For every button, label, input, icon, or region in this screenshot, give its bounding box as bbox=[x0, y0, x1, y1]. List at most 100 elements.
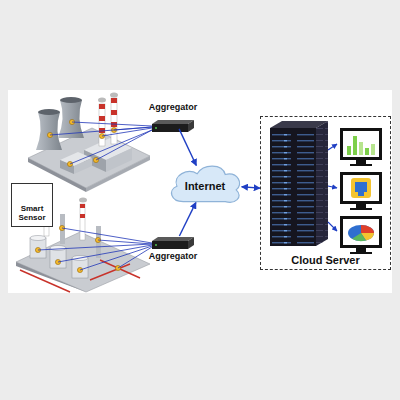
refinery-part bbox=[50, 246, 66, 251]
aggregator-device-part bbox=[152, 120, 194, 124]
monitor-chart-part bbox=[350, 164, 372, 166]
monitor-pie-part bbox=[352, 233, 366, 241]
node-label: Cloud Server bbox=[291, 254, 359, 266]
refinery-part bbox=[60, 214, 65, 244]
refinery-part-part bbox=[80, 246, 152, 270]
monitor-pie-part bbox=[356, 248, 366, 252]
aggregator-device-part bbox=[152, 241, 188, 249]
power-plant-part bbox=[99, 116, 105, 121]
network-link bbox=[179, 202, 196, 236]
refinery-part bbox=[80, 204, 85, 240]
monitor-chart-part bbox=[371, 144, 375, 155]
power-plant-part-part bbox=[70, 130, 152, 164]
refinery-part bbox=[79, 198, 87, 203]
refinery-part bbox=[16, 232, 150, 292]
server-rack-part bbox=[272, 130, 314, 244]
power-plant-part bbox=[60, 97, 82, 103]
power-plant-part bbox=[74, 158, 92, 174]
power-plant-part bbox=[111, 98, 117, 103]
monitor-arrow-part bbox=[328, 186, 337, 188]
monitor-chart-part bbox=[343, 131, 379, 157]
monitor-app-part bbox=[356, 204, 366, 208]
monitor-app-part bbox=[358, 192, 364, 196]
refinery-part-part bbox=[62, 228, 152, 243]
power-plant-part bbox=[60, 160, 74, 174]
monitor-pie bbox=[340, 216, 382, 254]
power-plant-part bbox=[111, 98, 117, 144]
monitor-chart-part bbox=[356, 160, 366, 164]
node-label: Internet bbox=[185, 180, 225, 192]
monitor-pie-part bbox=[343, 219, 379, 245]
monitor-app-part bbox=[351, 178, 371, 198]
monitor-pie-part bbox=[350, 252, 372, 254]
aggregator-device-part bbox=[155, 244, 157, 246]
cloud-outline bbox=[171, 166, 239, 202]
internet-cloud: Internet bbox=[166, 162, 244, 206]
aggregator-device-part bbox=[152, 124, 188, 132]
refinery-part bbox=[96, 226, 101, 258]
refinery-part bbox=[80, 204, 85, 208]
refinery-part-part bbox=[100, 260, 140, 278]
monitor-pie-part bbox=[348, 225, 374, 241]
power-plant-part bbox=[106, 148, 132, 172]
node-label: Smart Sensor bbox=[12, 205, 52, 223]
power-plant-part bbox=[50, 122, 152, 164]
refinery-part bbox=[20, 260, 140, 292]
refinery-part-part bbox=[58, 245, 152, 262]
monitor-arrow-part bbox=[328, 144, 337, 150]
cloud-server-box: Cloud Server bbox=[260, 116, 391, 270]
aggregator-device-part bbox=[188, 120, 194, 132]
server-rack bbox=[270, 121, 328, 246]
monitor-app-part bbox=[340, 172, 382, 204]
aggregator-device bbox=[152, 120, 194, 132]
power-plant-part bbox=[98, 98, 106, 103]
power-plant bbox=[28, 93, 152, 193]
power-plant-part bbox=[111, 110, 117, 115]
power-plant-part-part bbox=[114, 127, 152, 130]
node-label: Aggregator bbox=[149, 103, 198, 113]
refinery-part bbox=[80, 214, 85, 218]
refinery-part-part bbox=[98, 240, 152, 244]
aggregator-label-box: Aggregator bbox=[145, 236, 202, 262]
refinery-part bbox=[30, 236, 46, 241]
monitor-app-part bbox=[343, 175, 379, 201]
monitor-chart-part bbox=[353, 136, 357, 155]
aggregator-device-part bbox=[152, 237, 194, 241]
refinery-part-part bbox=[20, 270, 70, 292]
server-rack-part bbox=[316, 121, 328, 246]
monitor-chart-part bbox=[340, 128, 382, 160]
refinery-part-part bbox=[90, 264, 130, 280]
power-plant-part bbox=[99, 104, 105, 109]
monitor-chart bbox=[340, 128, 382, 166]
refinery-part bbox=[50, 248, 66, 268]
node-label: Aggregator bbox=[149, 252, 198, 262]
network-link bbox=[179, 129, 196, 166]
power-plant-part-part bbox=[96, 130, 152, 160]
monitor-pie-part bbox=[361, 225, 374, 233]
monitor-app bbox=[340, 172, 382, 210]
monitor-chart-part bbox=[359, 142, 363, 155]
power-plant-part bbox=[99, 104, 105, 146]
monitor-chart-part bbox=[347, 146, 351, 155]
power-plant-part bbox=[36, 112, 62, 150]
monitor-chart-part bbox=[365, 148, 369, 155]
refinery-part bbox=[38, 228, 152, 270]
aggregator-label-box: Aggregator bbox=[145, 103, 202, 129]
monitor-arrow bbox=[328, 144, 337, 231]
monitor-app-part bbox=[355, 182, 367, 192]
network-link bbox=[242, 187, 260, 188]
refinery-part-part bbox=[38, 244, 152, 250]
monitor-pie-part bbox=[340, 216, 382, 248]
power-plant-part-part bbox=[102, 128, 152, 136]
smart-sensor-box: Smart Sensor bbox=[11, 183, 53, 227]
aggregator-device-part bbox=[155, 127, 157, 129]
refinery-part-part bbox=[118, 247, 152, 268]
white-panel bbox=[8, 90, 392, 293]
monitor-arrow-part bbox=[328, 222, 337, 231]
power-plant-part-part bbox=[72, 122, 152, 126]
aggregator-device bbox=[152, 237, 194, 249]
monitor-app-part bbox=[350, 208, 372, 210]
power-plant-part bbox=[110, 93, 118, 98]
